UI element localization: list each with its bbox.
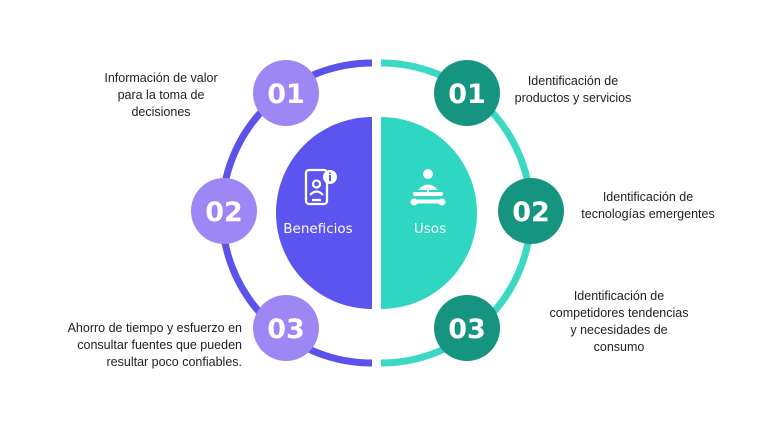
text-line: consumo [593, 340, 645, 354]
left-node-3-number: 03 [267, 314, 305, 345]
left-title: Beneficios [283, 221, 352, 237]
left-item-3-text: Ahorro de tiempo y esfuerzo en consultar… [20, 320, 242, 371]
right-node-3-number: 03 [448, 314, 486, 345]
text-line: Identificación de [573, 289, 665, 303]
left-node-1-number: 01 [267, 79, 305, 110]
left-half-circle [276, 117, 372, 309]
text-line: Identificación de [602, 190, 694, 204]
text-line: consultar fuentes que pueden [77, 338, 242, 352]
right-node-2-number: 02 [512, 197, 550, 228]
text-line: y necesidades de [570, 323, 668, 337]
left-node-1: 01 [253, 60, 319, 126]
right-node-3: 03 [434, 295, 500, 361]
text-line: productos y servicios [514, 91, 632, 105]
person-tools-icon [410, 169, 446, 206]
left-item-1-text: Información de valor para la toma de dec… [86, 70, 236, 121]
left-node-2: 02 [191, 178, 257, 244]
text-line: Ahorro de tiempo y esfuerzo en [67, 321, 242, 335]
text-line: para la toma de [117, 88, 205, 102]
right-item-2-text: Identificación de tecnologías emergentes [568, 189, 728, 223]
right-node-2: 02 [498, 178, 564, 244]
right-half-circle [381, 117, 477, 309]
text-line: Información de valor [104, 71, 218, 85]
right-item-1-text: Identificación de productos y servicios [498, 73, 648, 107]
text-line: tecnologías emergentes [581, 207, 715, 221]
right-item-3-text: Identificación de competidores tendencia… [533, 288, 705, 356]
left-node-3: 03 [253, 295, 319, 361]
text-line: decisiones [131, 105, 191, 119]
right-title: Usos [414, 221, 446, 237]
text-line: Identificación de [527, 74, 619, 88]
mobile-info-icon [304, 168, 337, 206]
right-node-1: 01 [434, 60, 500, 126]
right-node-1-number: 01 [448, 79, 486, 110]
text-line: resultar poco confiables. [106, 355, 243, 369]
left-node-2-number: 02 [205, 197, 243, 228]
text-line: competidores tendencias [549, 306, 689, 320]
